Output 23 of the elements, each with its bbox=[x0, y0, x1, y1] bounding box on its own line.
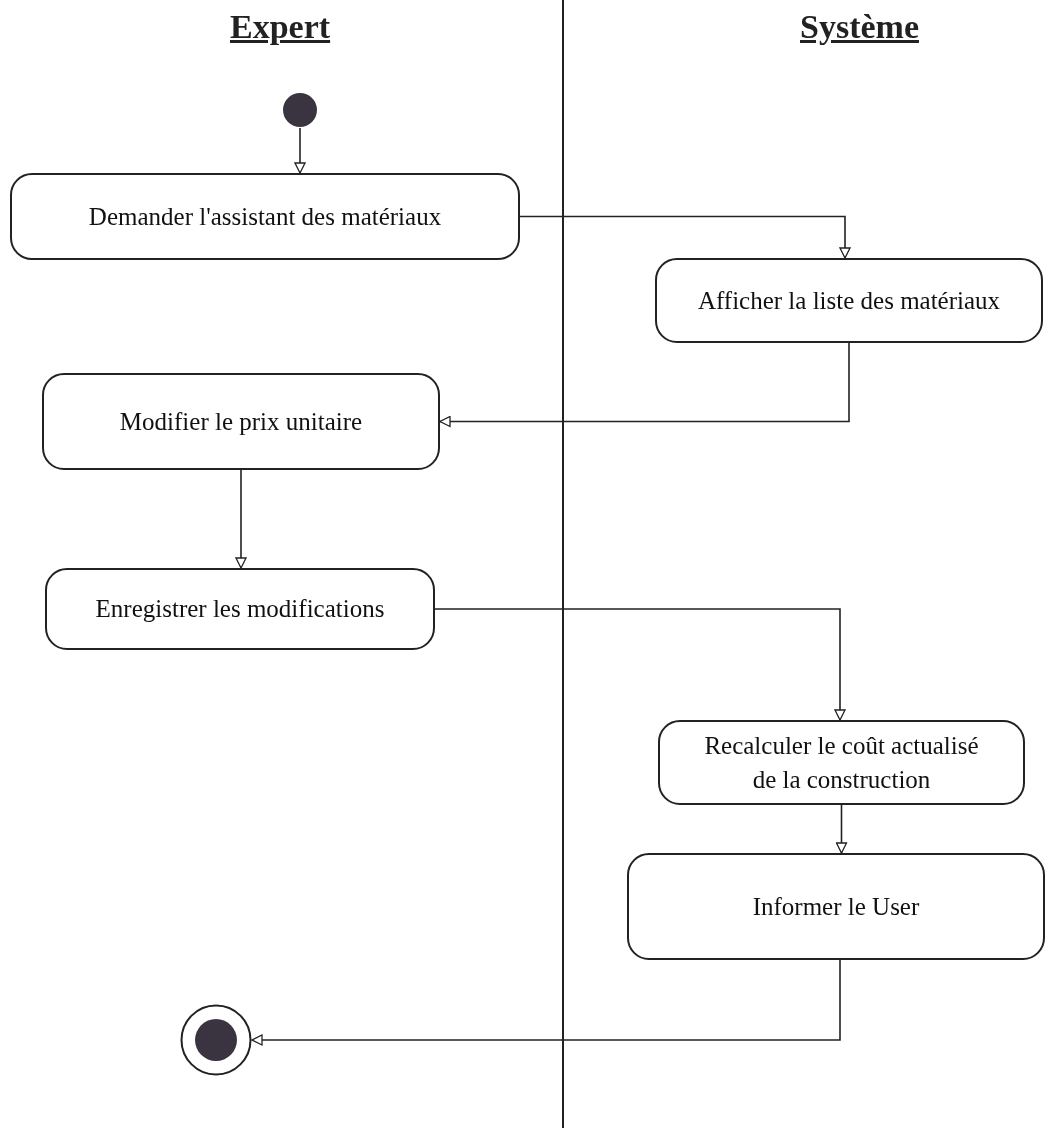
activity-label: Demander l'assistant des matériaux bbox=[88, 201, 442, 232]
activity-box bbox=[45, 568, 435, 650]
activity-box bbox=[658, 720, 1025, 805]
control-flow-arrow bbox=[294, 127, 306, 174]
activity-box bbox=[10, 173, 520, 260]
activity-box bbox=[627, 853, 1045, 960]
lane-heading: Expert bbox=[230, 8, 331, 46]
activity-label: Afficher la liste des matériaux bbox=[697, 285, 1001, 316]
activity-label: Enregistrer les modifications bbox=[95, 594, 385, 625]
control-flow-arrow bbox=[251, 959, 841, 1046]
control-flow-arrow bbox=[434, 608, 846, 721]
control-flow-arrow bbox=[519, 215, 851, 259]
control-flow-arrow bbox=[235, 469, 247, 569]
activity-box bbox=[42, 373, 440, 470]
control-flow-arrow bbox=[835, 804, 848, 854]
control-flow-arrow bbox=[439, 342, 850, 428]
activity-label: Modifier le prix unitaire bbox=[119, 406, 363, 437]
final-node bbox=[180, 1004, 252, 1076]
activity-label: Informer le User bbox=[752, 891, 920, 922]
lane-heading: Système bbox=[800, 8, 919, 46]
initial-node bbox=[282, 92, 318, 128]
activity-box bbox=[655, 258, 1043, 343]
activity-label: Recalculer le coût actualisé de la construction bbox=[703, 730, 980, 795]
